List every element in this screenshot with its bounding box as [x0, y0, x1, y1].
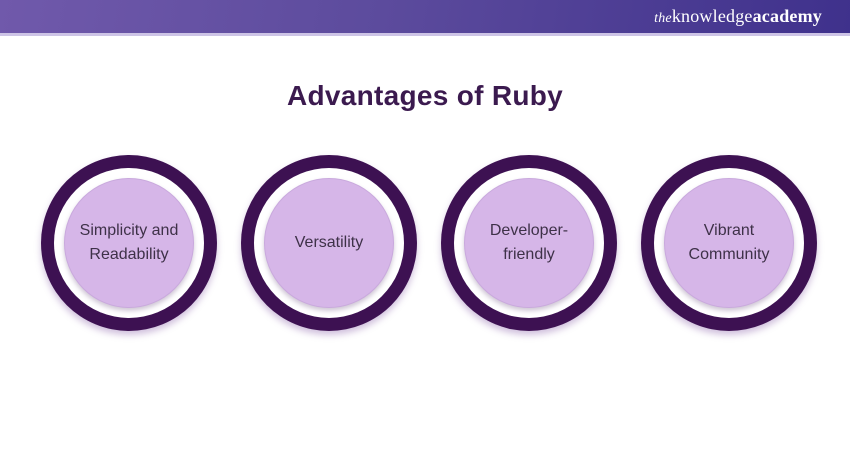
circle-label: Developer- friendly — [489, 222, 569, 263]
header-bar: theknowledgeacademy — [0, 0, 850, 36]
knowledge-academy-logo: theknowledgeacademy — [654, 7, 822, 26]
page-title: Advantages of Ruby — [286, 80, 564, 111]
circle-inner-fill: Simplicity and Readability — [64, 178, 194, 308]
logo-the: the — [654, 11, 672, 26]
circle-simplicity-readability: Simplicity and Readability — [41, 155, 217, 331]
circle-white-ring: Versatility — [254, 168, 404, 318]
circle-white-ring: Vibrant Community — [654, 168, 804, 318]
circle-inner-fill: Vibrant Community — [664, 178, 794, 308]
circle-inner-fill: Versatility — [264, 178, 394, 308]
circle-white-ring: Simplicity and Readability — [54, 168, 204, 318]
circle-versatility: Versatility — [241, 155, 417, 331]
circle-label: Versatility — [294, 234, 364, 251]
circle-inner-fill: Developer- friendly — [464, 178, 594, 308]
circle-vibrant-community: Vibrant Community — [641, 155, 817, 331]
circle-white-ring: Developer- friendly — [454, 168, 604, 318]
circle-developer-friendly: Developer- friendly — [441, 155, 617, 331]
circle-label: Simplicity and Readability — [79, 222, 179, 263]
circle-label: Vibrant Community — [688, 222, 770, 263]
logo-academy: academy — [752, 6, 822, 26]
advantages-circles-row: Simplicity and Readability Versatility D… — [41, 155, 817, 331]
logo-knowledge: knowledge — [671, 6, 753, 26]
